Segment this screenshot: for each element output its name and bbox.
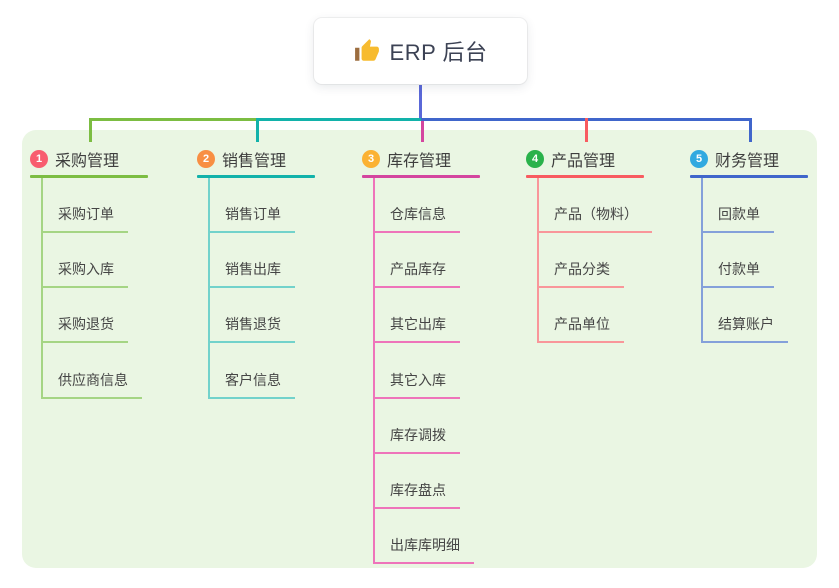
branch-1: 1 采购管理采购订单采购入库采购退货供应商信息 (30, 147, 170, 399)
branch-2-title[interactable]: 2 销售管理 (197, 147, 337, 171)
branch-4-underline (526, 175, 644, 178)
node-3-6[interactable]: 库存盘点 (373, 481, 460, 509)
branch-5-trunk-line (701, 178, 703, 344)
branch-4-number-badge: 4 (526, 150, 544, 168)
node-2-3[interactable]: 销售退货 (208, 315, 295, 344)
branch-drop-line-1 (89, 118, 92, 142)
branch-2-trunk-line (208, 178, 210, 399)
root-stem-line (419, 84, 422, 118)
thumbs-up-icon (354, 38, 380, 64)
node-5-3[interactable]: 结算账户 (701, 315, 788, 344)
rail-segment-2 (256, 118, 424, 121)
branch-2-number-badge: 2 (197, 150, 215, 168)
branch-4-trunk-line (537, 178, 539, 344)
node-5-1[interactable]: 回款单 (701, 205, 774, 233)
node-2-4[interactable]: 客户信息 (208, 371, 295, 399)
branch-4: 4 产品管理产品（物料） 产品分类产品单位 (526, 147, 666, 344)
node-3-1[interactable]: 仓库信息 (373, 205, 460, 233)
node-3-5[interactable]: 库存调拨 (373, 426, 460, 454)
branch-4-label: 产品管理 (551, 153, 616, 170)
branch-drop-line-4 (585, 118, 588, 142)
branch-3-trunk-line (373, 178, 375, 565)
branch-5-label: 财务管理 (715, 153, 780, 170)
node-5-2[interactable]: 付款单 (701, 260, 774, 289)
branch-1-trunk-line (41, 178, 43, 399)
node-1-3[interactable]: 采购退货 (41, 315, 128, 344)
branch-5-title[interactable]: 5 财务管理 (690, 147, 830, 171)
branch-5-underline (690, 175, 808, 178)
branch-3: 3 库存管理仓库信息产品库存其它出库其它入库库存调拨库存盘点出库库明细 (362, 147, 502, 565)
branch-1-number-badge: 1 (30, 150, 48, 168)
branch-2: 2 销售管理销售订单销售出库销售退货客户信息 (197, 147, 337, 399)
root-node-label: ERP 后台 (389, 40, 488, 65)
branch-drop-line-3 (421, 121, 424, 142)
node-3-4[interactable]: 其它入库 (373, 371, 460, 399)
node-4-2[interactable]: 产品分类 (537, 260, 624, 289)
branch-5-number-badge: 5 (690, 150, 708, 168)
branch-1-label: 采购管理 (55, 153, 120, 170)
branch-3-number-badge: 3 (362, 150, 380, 168)
node-4-1[interactable]: 产品（物料） (537, 205, 652, 233)
node-4-3[interactable]: 产品单位 (537, 315, 624, 344)
branch-3-underline (362, 175, 480, 178)
node-3-2[interactable]: 产品库存 (373, 260, 460, 289)
branch-2-label: 销售管理 (222, 153, 287, 170)
root-node[interactable]: ERP 后台 (314, 18, 527, 84)
branch-3-title[interactable]: 3 库存管理 (362, 147, 502, 171)
node-3-7[interactable]: 出库库明细 (373, 536, 474, 565)
node-2-2[interactable]: 销售出库 (208, 260, 295, 289)
branch-1-underline (30, 175, 148, 178)
node-1-2[interactable]: 采购入库 (41, 260, 128, 289)
node-3-3[interactable]: 其它出库 (373, 315, 460, 344)
branch-drop-line-5 (749, 118, 752, 142)
rail-segment-1 (89, 118, 259, 121)
branch-drop-line-2 (256, 118, 259, 142)
branch-2-underline (197, 175, 315, 178)
node-2-1[interactable]: 销售订单 (208, 205, 295, 233)
mindmap-background-panel (22, 130, 817, 568)
node-1-4[interactable]: 供应商信息 (41, 371, 142, 399)
branch-3-label: 库存管理 (387, 153, 452, 170)
branch-4-title[interactable]: 4 产品管理 (526, 147, 666, 171)
node-1-1[interactable]: 采购订单 (41, 205, 128, 233)
branch-5: 5 财务管理回款单付款单结算账户 (690, 147, 830, 344)
branch-1-title[interactable]: 1 采购管理 (30, 147, 170, 171)
